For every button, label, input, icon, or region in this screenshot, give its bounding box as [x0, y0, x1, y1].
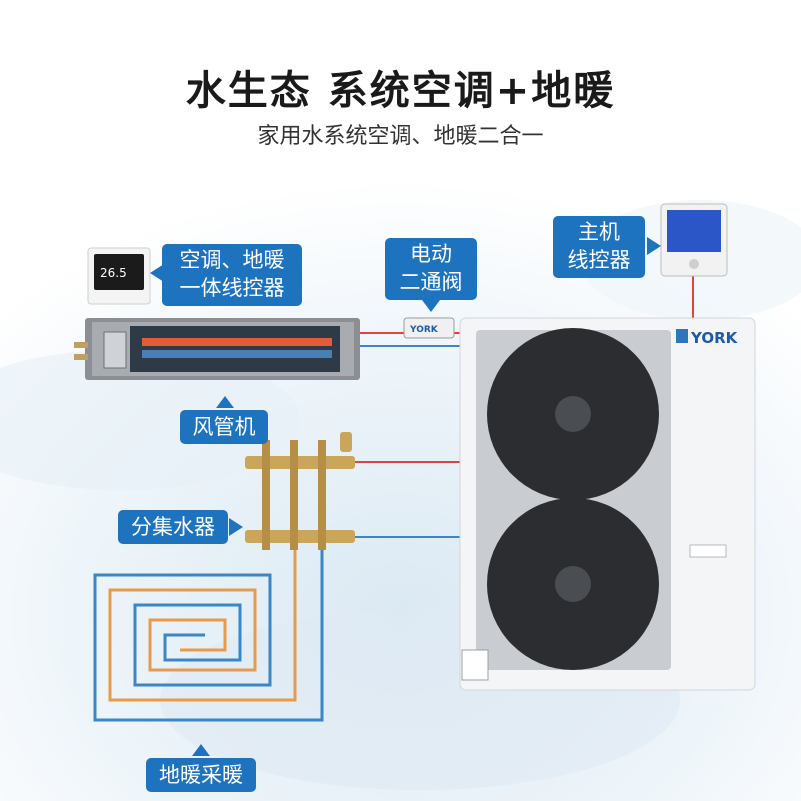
- floor-heating-coil: [93, 545, 324, 722]
- page-title: 水生态 系统空调+地暖: [185, 68, 616, 114]
- label-manifold: 分集水器: [118, 510, 228, 544]
- label-main-controller: 主机 线控器: [553, 216, 645, 278]
- valve-device: YORK: [403, 317, 455, 339]
- york-logo: YORK: [690, 329, 739, 347]
- label-floor-heating: 地暖采暖: [146, 758, 256, 792]
- valve-brand: YORK: [409, 325, 439, 335]
- main-controller-device: [660, 203, 728, 277]
- label-combo-controller-line1: 空调、地暖: [179, 248, 285, 272]
- label-valve-line2: 二通阀: [399, 270, 463, 294]
- combo-controller-device: 26.5: [87, 247, 151, 305]
- label-combo-controller-line2: 一体线控器: [179, 276, 285, 300]
- arrow-down-icon: [422, 300, 440, 312]
- manifold-device: [245, 432, 355, 550]
- arrow-up-icon: [216, 396, 234, 408]
- outdoor-unit: YORK: [459, 317, 756, 691]
- duct-unit: [74, 318, 360, 380]
- label-floor-heating-text: 地暖采暖: [159, 763, 243, 787]
- label-manifold-text: 分集水器: [131, 515, 215, 539]
- label-duct-unit: 风管机: [180, 410, 268, 444]
- label-main-controller-line2: 线控器: [567, 248, 631, 272]
- arrow-up-icon: [192, 744, 210, 756]
- arrow-right-icon: [229, 518, 243, 536]
- page-subtitle: 家用水系统空调、地暖二合一: [257, 124, 544, 149]
- label-valve: 电动 二通阀: [385, 238, 477, 300]
- label-duct-unit-text: 风管机: [192, 415, 256, 439]
- arrow-right-icon: [647, 237, 661, 255]
- arrow-left-icon: [150, 264, 164, 282]
- label-combo-controller: 空调、地暖 一体线控器: [162, 244, 302, 306]
- label-valve-line1: 电动: [410, 242, 452, 266]
- thermostat-temp: 26.5: [100, 266, 127, 280]
- label-main-controller-line1: 主机: [578, 220, 620, 244]
